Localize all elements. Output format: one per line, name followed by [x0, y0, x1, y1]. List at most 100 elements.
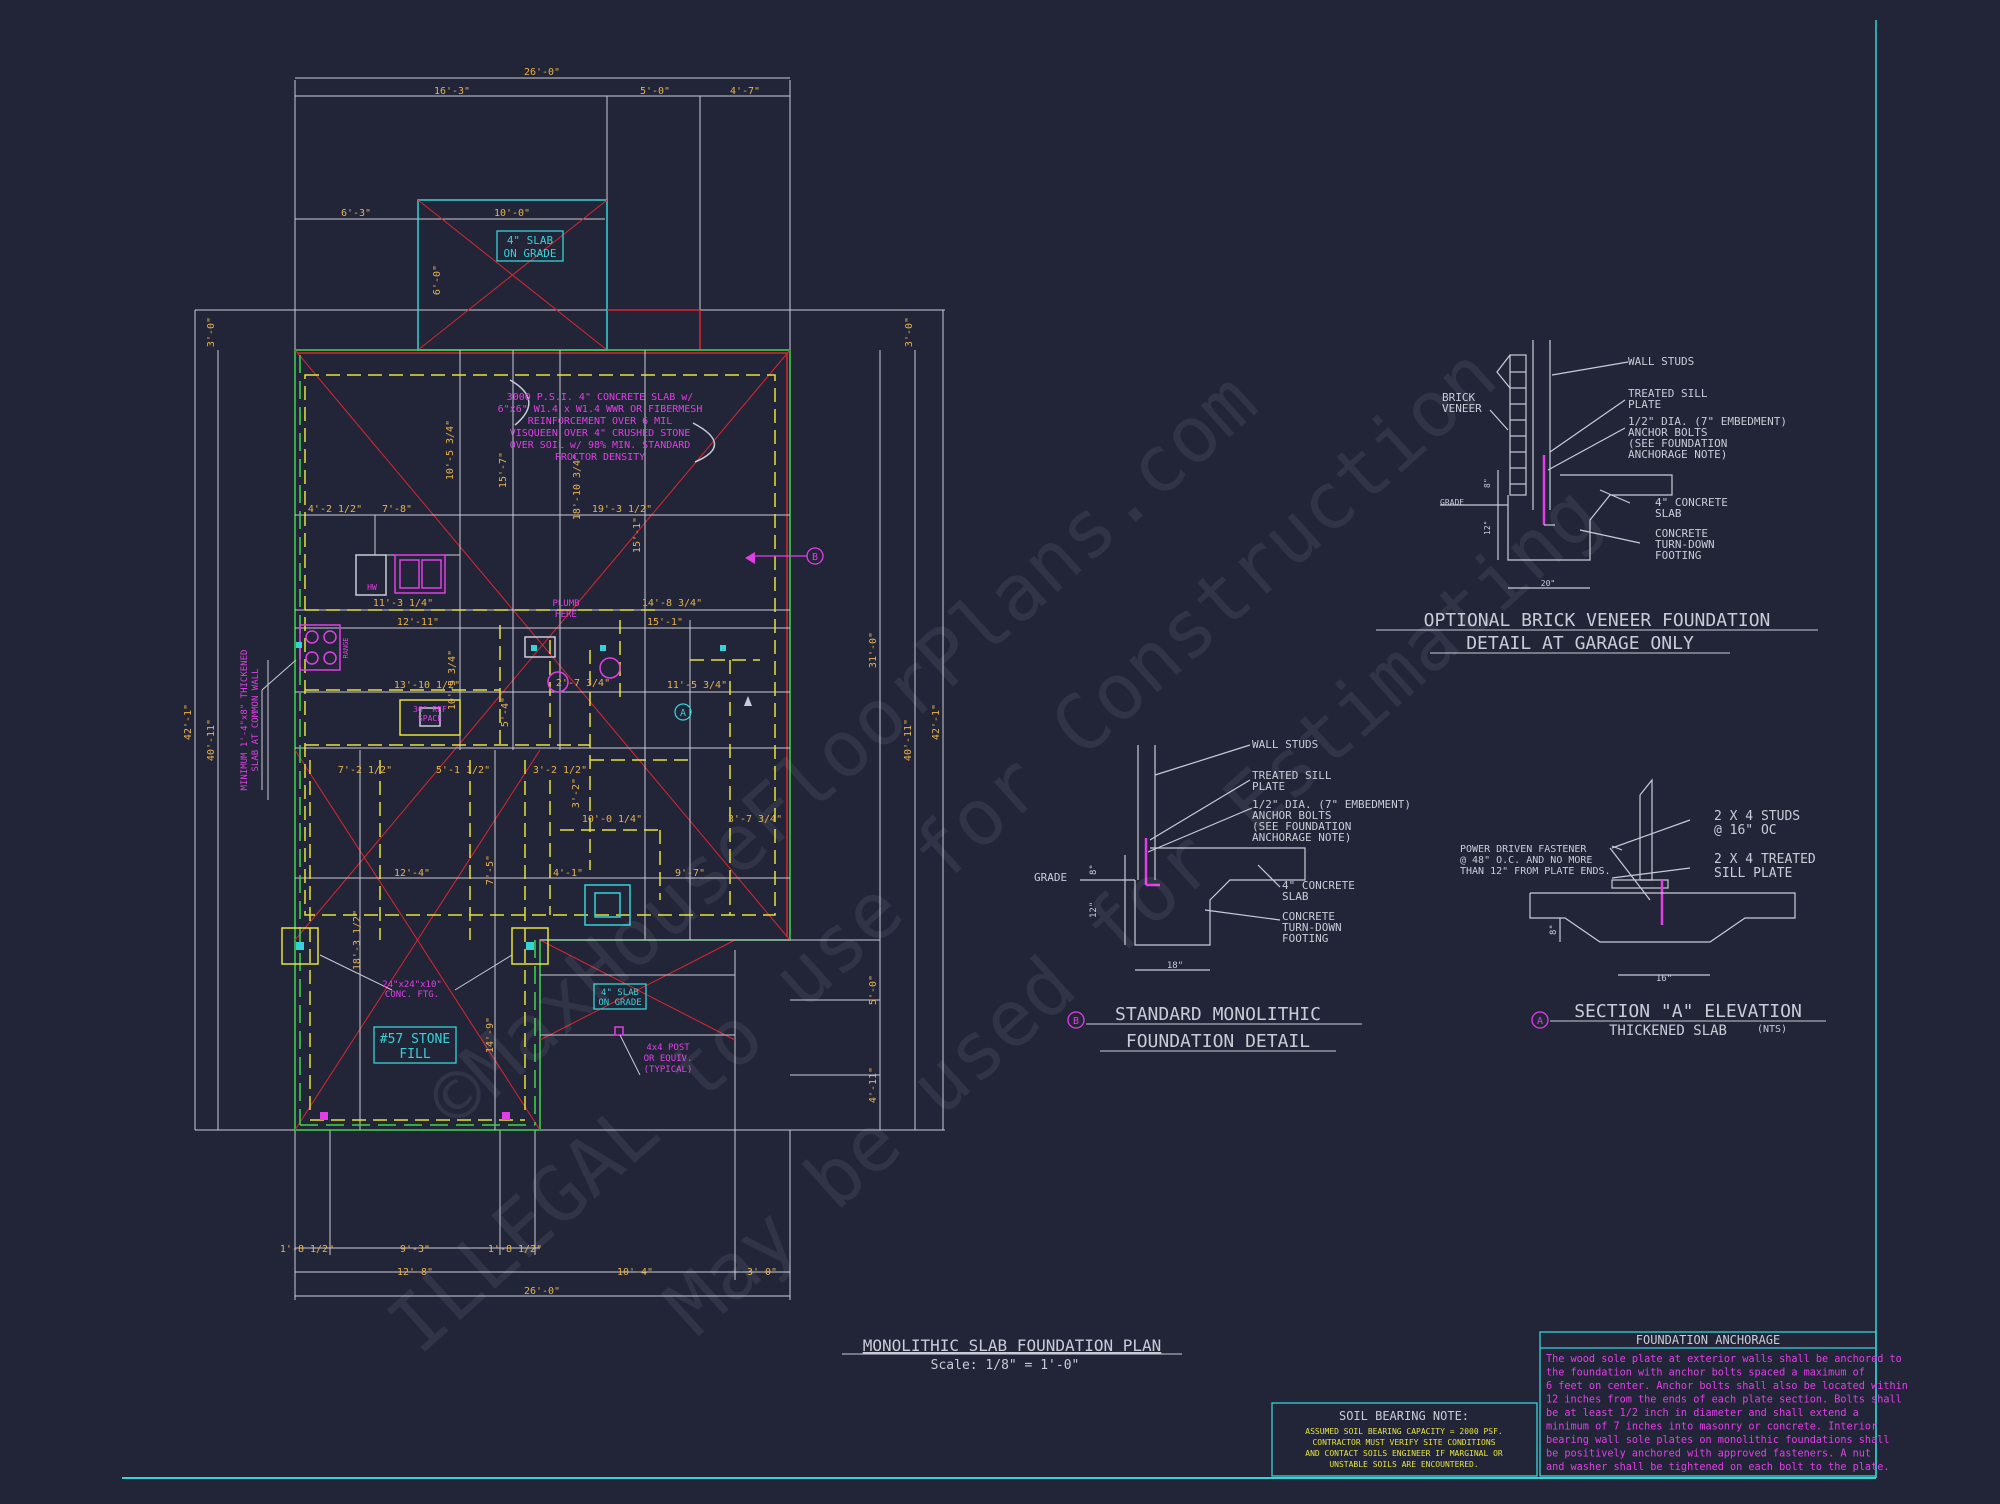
dim-porch-depth: 6'-0": [432, 265, 443, 295]
soil-note-line: ASSUMED SOIL BEARING CAPACITY = 2000 PSF…: [1305, 1427, 1502, 1436]
post-label-1: 4x4 POST: [646, 1043, 690, 1053]
wall-footprints: [304, 374, 776, 1121]
anchorage-note-line: 6 feet on center. Anchor bolts shall als…: [1546, 1381, 1908, 1392]
dim-d1: 10'-5 3/4": [445, 420, 456, 480]
mono-dim-8: 8": [1089, 864, 1099, 875]
brick-footing-label: TURN-DOWN: [1655, 538, 1715, 551]
section-tags: [674, 547, 824, 721]
brick-leaders: [1489, 361, 1641, 544]
dim-porch-width: 10'-0": [494, 208, 530, 219]
dim-d10: 12'-11": [397, 617, 439, 628]
section-a-fastener-label: THAN 12" FROM PLATE ENDS.: [1460, 866, 1611, 877]
mono-tag-circle: [1067, 1011, 1085, 1029]
anchorage-note-line: be positively anchored with approved fas…: [1546, 1449, 1871, 1460]
porch-slab-label-2: ON GRADE: [504, 247, 557, 260]
plumb-label-1: PLUMB: [552, 599, 579, 609]
mono-leaders: [1147, 744, 1281, 921]
brick-veneer-detail: [1440, 340, 1673, 589]
dim-left-overall: 42'-1": [183, 704, 194, 740]
porch-slab-label-1: 4" SLAB: [507, 234, 554, 247]
section-a-studs-label: 2 X 4 STUDS: [1714, 809, 1800, 824]
mono-footing-label: TURN-DOWN: [1282, 921, 1342, 934]
plan-dimension-lines: [194, 77, 945, 1300]
dim-d23: 4'-1": [553, 868, 583, 879]
anchorage-note-title: FOUNDATION ANCHORAGE: [1636, 1333, 1781, 1347]
post-label-2: OR EQUIV.: [644, 1054, 693, 1064]
anchorage-note-line: be at least 1/2 inch in diameter and sha…: [1546, 1408, 1859, 1419]
mono-anchor-label: ANCHOR BOLTS: [1252, 809, 1331, 822]
dim-bot-c: 1'-8 1/2": [488, 1244, 542, 1255]
soil-note-line: CONTRACTOR MUST VERIFY SITE CONDITIONS: [1312, 1438, 1495, 1447]
brick-veneer-label: VENEER: [1442, 402, 1482, 415]
mono-dim-12: 12": [1089, 902, 1099, 918]
anchorage-note-line: The wood sole plate at exterior walls sh…: [1546, 1354, 1902, 1365]
soil-note-line: UNSTABLE SOILS ARE ENCOUNTERED.: [1329, 1460, 1478, 1469]
pier-footing-right: [511, 927, 549, 965]
concrete-note-line: VISQUEEN OVER 4" CRUSHED STONE: [510, 428, 691, 439]
section-a-studs-label: @ 16" OC: [1714, 823, 1777, 838]
brick-sill-label: TREATED SILL: [1628, 387, 1708, 400]
brick-grade-label: GRADE: [1440, 498, 1464, 507]
section-a-nts: (NTS): [1757, 1024, 1787, 1035]
watermark: ©MaxHouseFloorPlans.com ILLEGAL to use f…: [372, 330, 1617, 1371]
dim-bot-e: 10'-4": [617, 1267, 653, 1278]
brick-anchor-label: (SEE FOUNDATION: [1628, 437, 1727, 450]
foundation-anchorage-note: FOUNDATION ANCHORAGE The wood sole plate…: [1539, 1331, 1908, 1477]
dim-d11: 15'-1": [647, 617, 683, 628]
brick-detail-title-1: OPTIONAL BRICK VENEER FOUNDATION: [1424, 610, 1771, 631]
hw-label: HW: [367, 583, 377, 592]
section-a-fastener-label: POWER DRIVEN FASTENER: [1460, 844, 1587, 855]
anchorage-note-line: bearing wall sole plates on monolithic f…: [1546, 1435, 1889, 1446]
plumb-label-2: HERE: [555, 610, 577, 620]
brick-sill-label: PLATE: [1628, 398, 1661, 411]
section-a-sill-label: 2 X 4 TREATED: [1714, 852, 1816, 867]
rear-slab-label-1: 4" SLAB: [601, 988, 639, 998]
anchorage-note-line: and washer shall be tightened on each bo…: [1546, 1462, 1889, 1473]
concrete-note-line: 3000 P.S.I. 4" CONCRETE SLAB w/: [507, 392, 694, 403]
section-a-fastener-label: @ 48" O.C. AND NO MORE: [1460, 855, 1592, 866]
dim-right-inner: 40'-11": [903, 719, 914, 761]
section-tag-a: [674, 703, 692, 721]
mono-footing-label: CONCRETE: [1282, 910, 1335, 923]
dim-top-overall: 26'-0": [524, 67, 560, 78]
brick-slab-label: SLAB: [1655, 507, 1682, 520]
dim-left-offset: 3'-0": [206, 317, 217, 347]
dim-d21: 3'-7 3/4": [728, 814, 782, 825]
brick-dim-12: 12": [1483, 521, 1492, 535]
stone-fill-line-2: FILL: [399, 1047, 430, 1062]
range-label: RANGE: [342, 637, 350, 658]
section-a-tag-label: A: [1537, 1016, 1543, 1027]
mono-slab-label: SLAB: [1282, 890, 1309, 903]
post-label-3: (TYPICAL): [644, 1065, 693, 1075]
dim-d6: 4'-2 1/2": [308, 504, 362, 515]
dim-top-seg3: 4'-7": [730, 86, 760, 97]
dim-d3: 18'-10 3/4": [572, 454, 583, 520]
mono-tag-label: B: [1073, 1016, 1079, 1027]
dim-d19: 3'-2 1/2": [533, 765, 587, 776]
mono-detail-title-1: STANDARD MONOLITHIC: [1115, 1004, 1321, 1025]
brick-anchor-label: ANCHORAGE NOTE): [1628, 448, 1727, 461]
plan-leaders: [261, 659, 641, 1076]
dim-top-seg1: 16'-3": [434, 86, 470, 97]
concrete-note-line: REINFORCEMENT OVER 6 MIL: [528, 416, 673, 427]
dim-d27: 7'-5": [485, 855, 496, 885]
dim-left-inner: 40'-11": [206, 719, 217, 761]
porch-slab: [417, 199, 701, 351]
dim-bot-b: 9'-3": [400, 1244, 430, 1255]
sheet-border: [122, 20, 1877, 1479]
mono-anchor-label: ANCHORAGE NOTE): [1252, 831, 1351, 844]
anchorage-note-line: the foundation with anchor bolts spaced …: [1546, 1368, 1865, 1379]
brick-footing-label: CONCRETE: [1655, 527, 1708, 540]
section-a-labels: 2 X 4 STUDS @ 16" OC 2 X 4 TREATED SILL …: [1460, 809, 1816, 984]
plan-labels: 4" SLAB ON GRADE 3000 P.S.I. 4" CONCRETE…: [240, 230, 702, 1075]
dim-d18: 5'-1 1/2": [436, 765, 490, 776]
concrete-note-line: PROCTOR DENSITY: [555, 452, 645, 463]
brick-dim-20: 20": [1541, 579, 1555, 588]
dim-bot-overall: 26'-0": [524, 1286, 560, 1297]
dim-d13: 13'-10 1/2": [394, 680, 460, 691]
dim-right-offset: 3'-0": [904, 317, 915, 347]
main-slab: [294, 349, 791, 1131]
dim-d2: 15'-7": [498, 452, 509, 488]
pier-footings: [281, 884, 631, 1120]
section-a-subtitle: THICKENED SLAB: [1609, 1023, 1727, 1039]
